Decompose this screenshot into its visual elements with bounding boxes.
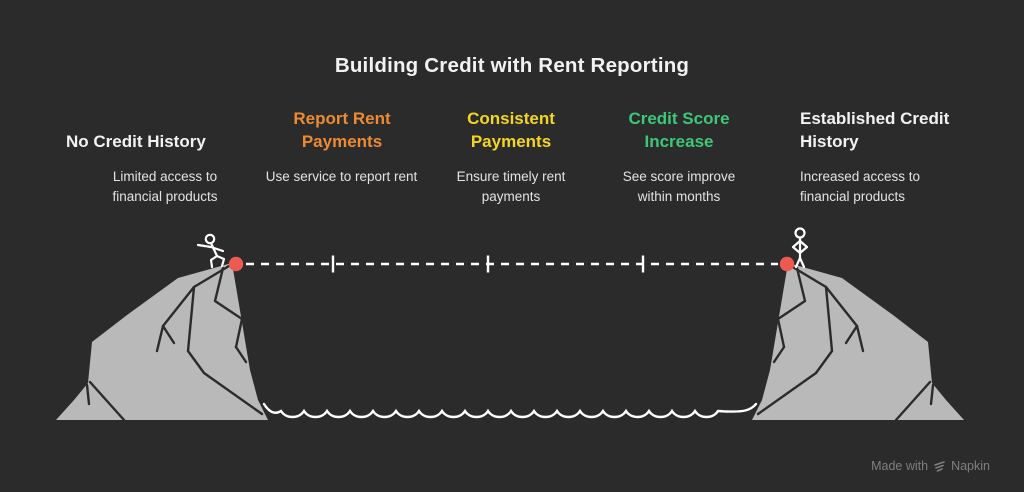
napkin-logo-icon xyxy=(934,460,945,472)
step-subtitle: Increased access to financial products xyxy=(800,169,921,204)
water-wave xyxy=(262,402,758,419)
step-subtitle: Limited access to financial products xyxy=(112,169,218,204)
watermark-text: Made with xyxy=(871,459,929,473)
step-subtitle: Ensure timely rent payments xyxy=(456,169,566,204)
page-title: Building Credit with Rent Reporting xyxy=(334,54,690,77)
watermark-brand: Napkin xyxy=(951,459,990,473)
standing-figure-icon xyxy=(791,227,809,269)
made-with-napkin-watermark: Made with Napkin xyxy=(871,459,990,473)
walking-figure-icon xyxy=(196,233,226,269)
step-title-no-credit-history: No Credit History xyxy=(66,132,206,151)
left-cliff xyxy=(56,263,268,422)
end-dot xyxy=(779,256,795,272)
rope-dashed-line xyxy=(246,255,778,273)
step-subtitle: Use service to report rent xyxy=(265,169,418,184)
start-dot xyxy=(228,256,244,272)
step-title-report-rent-payments: Report Rent Payments xyxy=(293,109,391,151)
right-cliff xyxy=(752,263,964,422)
step-title-credit-score-increase: Credit Score Increase xyxy=(628,109,730,151)
step-subtitle: See score improve within months xyxy=(622,169,736,204)
step-title-established-credit-history: Established Credit History xyxy=(800,109,950,151)
step-title-consistent-payments: Consistent Payments xyxy=(467,109,555,151)
